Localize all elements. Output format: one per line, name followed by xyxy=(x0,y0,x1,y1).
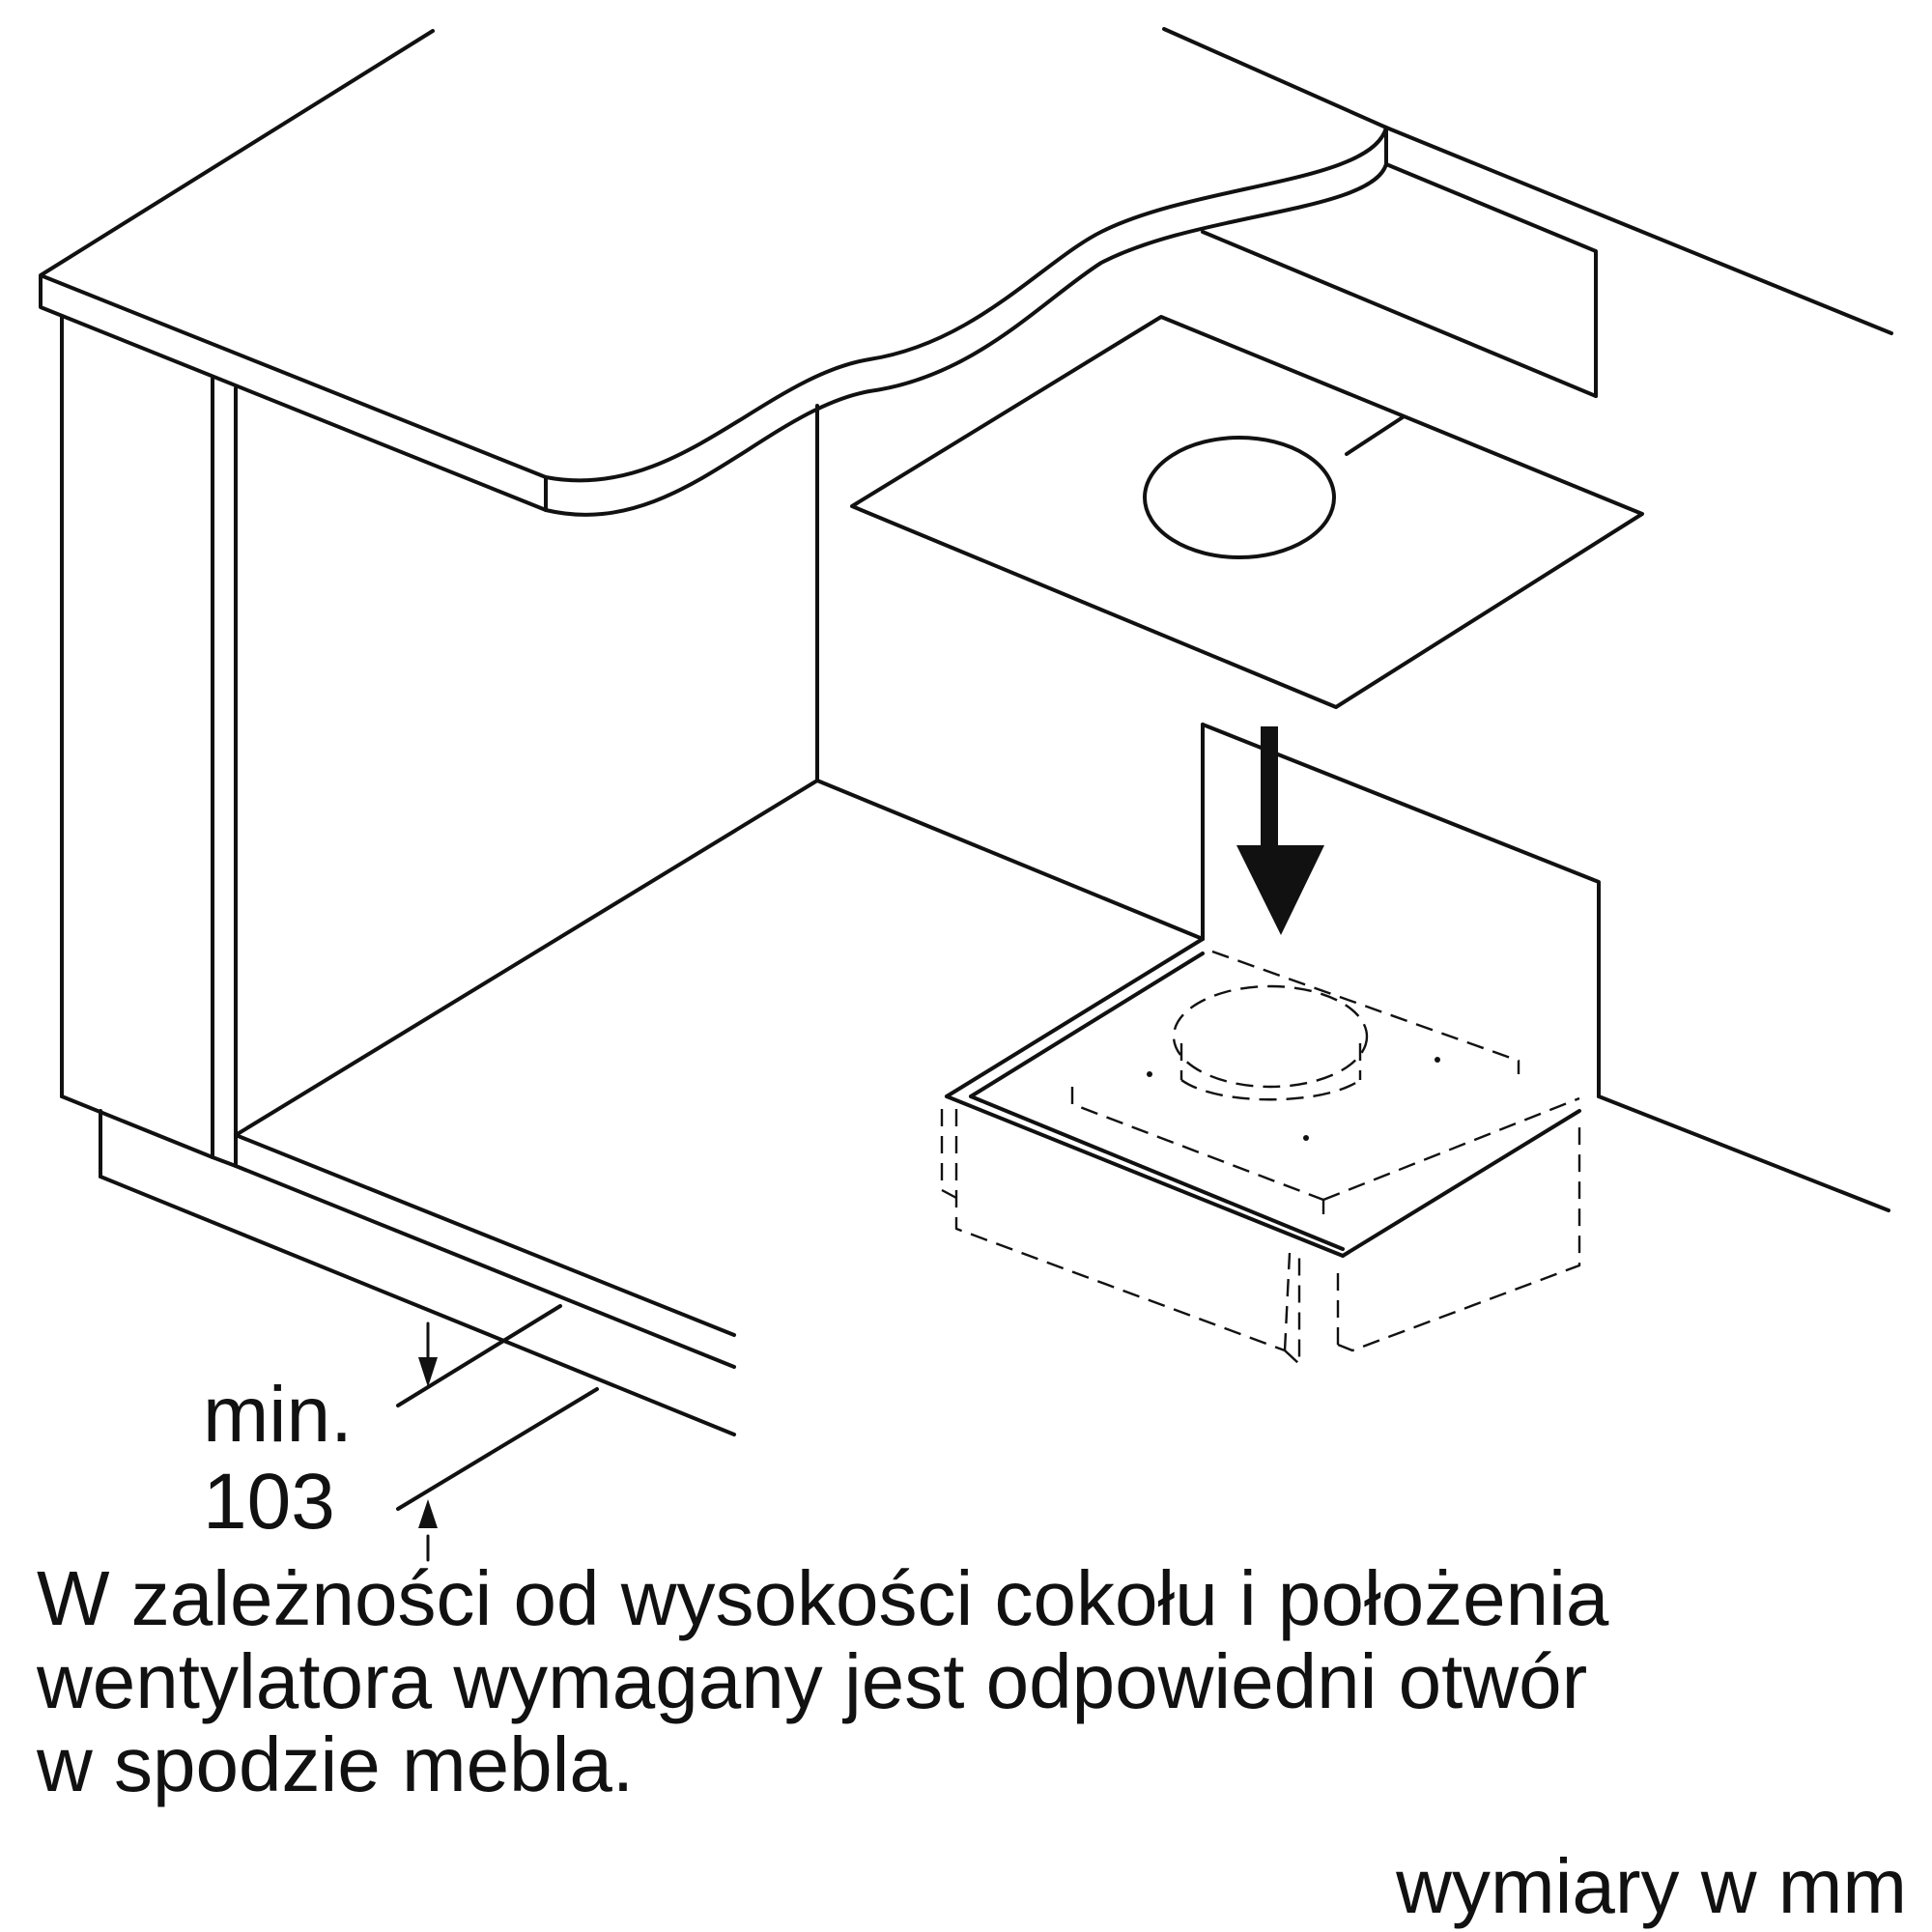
fan-unit-hidden xyxy=(940,950,1581,1366)
bottom-panel xyxy=(945,937,1581,1258)
note-line-1: W zależności od wysokości cokołu i położ… xyxy=(37,1555,1609,1641)
plinth xyxy=(99,1109,736,1436)
note-line-3: w spodzie mebla. xyxy=(37,1721,635,1807)
units-caption: wymiary w mm xyxy=(1396,1843,1907,1929)
down-arrow-icon xyxy=(1236,726,1324,935)
installation-note: W zależności od wysokości cokołu i położ… xyxy=(37,1557,1608,1806)
worktop xyxy=(39,27,1893,517)
cabinet xyxy=(60,314,1890,1369)
cutout-template xyxy=(850,315,1644,709)
note-line-2: wentylatora wymagany jest odpowiedni otw… xyxy=(37,1638,1588,1724)
dimension-value: 103 xyxy=(203,1458,335,1546)
dimension-label: min. xyxy=(203,1371,353,1459)
dimension-marker xyxy=(396,1304,599,1562)
